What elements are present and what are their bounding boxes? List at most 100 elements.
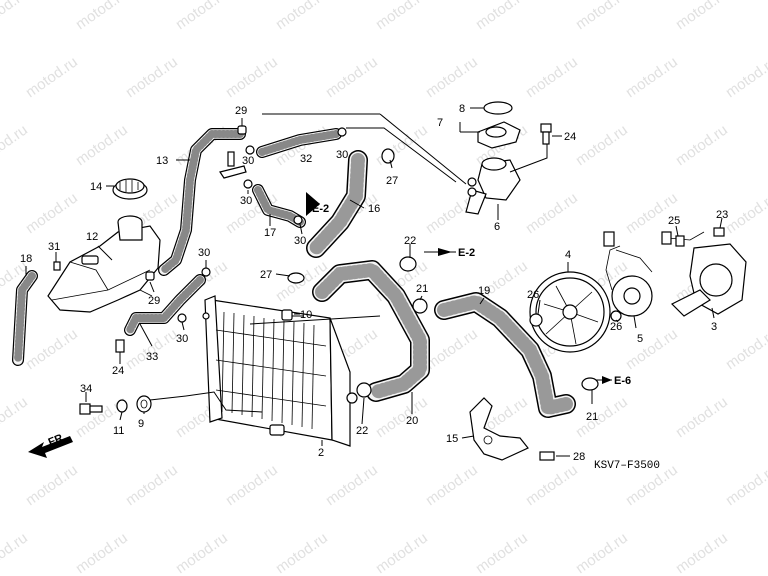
watermark-text: motod.ru (123, 461, 181, 509)
watermark-text: motod.ru (573, 0, 631, 33)
callout-24b: 24 (112, 365, 124, 377)
thermostat-housing (465, 101, 521, 215)
callout-8: 8 (459, 103, 465, 115)
radiator-core-fins (215, 311, 327, 430)
callout-22b: 22 (356, 425, 368, 437)
watermark-text: motod.ru (323, 53, 381, 101)
callout-3: 3 (711, 321, 717, 333)
callout-29b: 29 (148, 295, 160, 307)
watermark-text: motod.ru (373, 529, 431, 576)
callout-29a: 29 (235, 105, 247, 117)
watermark-text: motod.ru (523, 189, 581, 237)
callout-30d: 30 (198, 247, 210, 259)
callout-5: 5 (637, 333, 643, 345)
callout-14: 14 (90, 181, 102, 193)
callout-12: 12 (86, 231, 98, 243)
callout-17: 17 (264, 227, 276, 239)
callout-15: 15 (446, 433, 458, 445)
callout-16: 16 (368, 203, 380, 215)
callout-27b: 27 (260, 269, 272, 281)
watermark-text: motod.ru (723, 189, 768, 237)
bracket (469, 397, 529, 461)
callout-4: 4 (565, 249, 571, 261)
watermark-text: motod.ru (123, 53, 181, 101)
callout-labels: 2 3 4 5 6 7 8 9 10 11 12 13 14 15 16 17 … (20, 103, 728, 463)
callout-33: 33 (146, 351, 158, 363)
ref-e2-right: E-2 (458, 247, 475, 259)
watermark-text: motod.ru (373, 0, 431, 33)
watermark-text: motod.ru (0, 0, 31, 33)
front-arrow-icon (28, 436, 73, 458)
watermark-text: motod.ru (423, 53, 481, 101)
reference-labels: E-2 E-2 E-6 (312, 203, 631, 387)
callout-9: 9 (138, 418, 144, 430)
callout-22a: 22 (404, 235, 416, 247)
large-hoses (306, 150, 576, 418)
callout-25: 25 (668, 215, 680, 227)
callout-23: 23 (716, 209, 728, 221)
watermark-text: motod.ru (673, 121, 731, 169)
callout-24a: 24 (564, 131, 576, 143)
watermark-text: motod.ru (723, 461, 768, 509)
watermark-text: motod.ru (473, 0, 531, 33)
watermark-text: motod.ru (523, 461, 581, 509)
watermark-text: motod.ru (473, 529, 531, 576)
callout-26b: 26 (610, 321, 622, 333)
fan-motor (603, 231, 653, 317)
diagram-code: KSV7–F3500 (594, 460, 660, 472)
callout-30a: 30 (336, 149, 348, 161)
callout-26a: 26 (527, 289, 539, 301)
watermark-text: motod.ru (23, 53, 81, 101)
watermark-text: motod.ru (373, 121, 431, 169)
watermark-text: motod.ru (673, 0, 731, 33)
cooling-fan (529, 271, 611, 353)
watermark-text: motod.ru (0, 121, 31, 169)
watermark-text: motod.ru (273, 0, 331, 33)
radiator (202, 295, 358, 447)
callout-13: 13 (156, 155, 168, 167)
watermark-text: motod.ru (23, 189, 81, 237)
callout-20: 20 (406, 415, 418, 427)
callout-27a: 27 (386, 175, 398, 187)
watermark-text: motod.ru (273, 529, 331, 576)
ref-e6: E-6 (614, 375, 631, 387)
watermark-text: motod.ru (723, 325, 768, 373)
callout-21a: 21 (416, 283, 428, 295)
reserve-tank-cap (112, 178, 148, 200)
callout-7: 7 (437, 117, 443, 129)
watermark-text: motod.ru (573, 529, 631, 576)
watermark-text: motod.ru (623, 189, 681, 237)
reserve-tank (47, 215, 161, 313)
callout-2: 2 (318, 447, 324, 459)
watermark-text: motod.ru (223, 461, 281, 509)
callout-32: 32 (300, 153, 312, 165)
callout-34: 34 (80, 383, 92, 395)
callout-19: 19 (478, 285, 490, 297)
watermark-text: motod.ru (173, 529, 231, 576)
bolt-24-top (540, 123, 552, 145)
hoses (12, 128, 342, 366)
callout-30e: 30 (176, 333, 188, 345)
callout-18: 18 (20, 253, 32, 265)
watermark-text: motod.ru (23, 325, 81, 373)
callout-21b: 21 (586, 411, 598, 423)
watermark-text: motod.ru (423, 461, 481, 509)
watermark-text: motod.ru (0, 529, 31, 576)
watermark-text: motod.ru (673, 393, 731, 441)
reference-arrows (306, 192, 612, 384)
callout-6: 6 (494, 221, 500, 233)
watermark-text: motod.ru (623, 53, 681, 101)
callout-31: 31 (48, 241, 60, 253)
watermark-text: motod.ru (73, 529, 131, 576)
watermark-text: motod.ru (173, 0, 231, 33)
watermark-text: motod.ru (573, 393, 631, 441)
callout-30c: 30 (294, 235, 306, 247)
watermark-text: motod.ru (0, 393, 31, 441)
ref-e2-top: E-2 (312, 203, 329, 215)
fan-shroud (661, 231, 747, 317)
fasteners (53, 125, 725, 461)
watermark-text: motod.ru (223, 53, 281, 101)
watermark-text: motod.ru (523, 53, 581, 101)
